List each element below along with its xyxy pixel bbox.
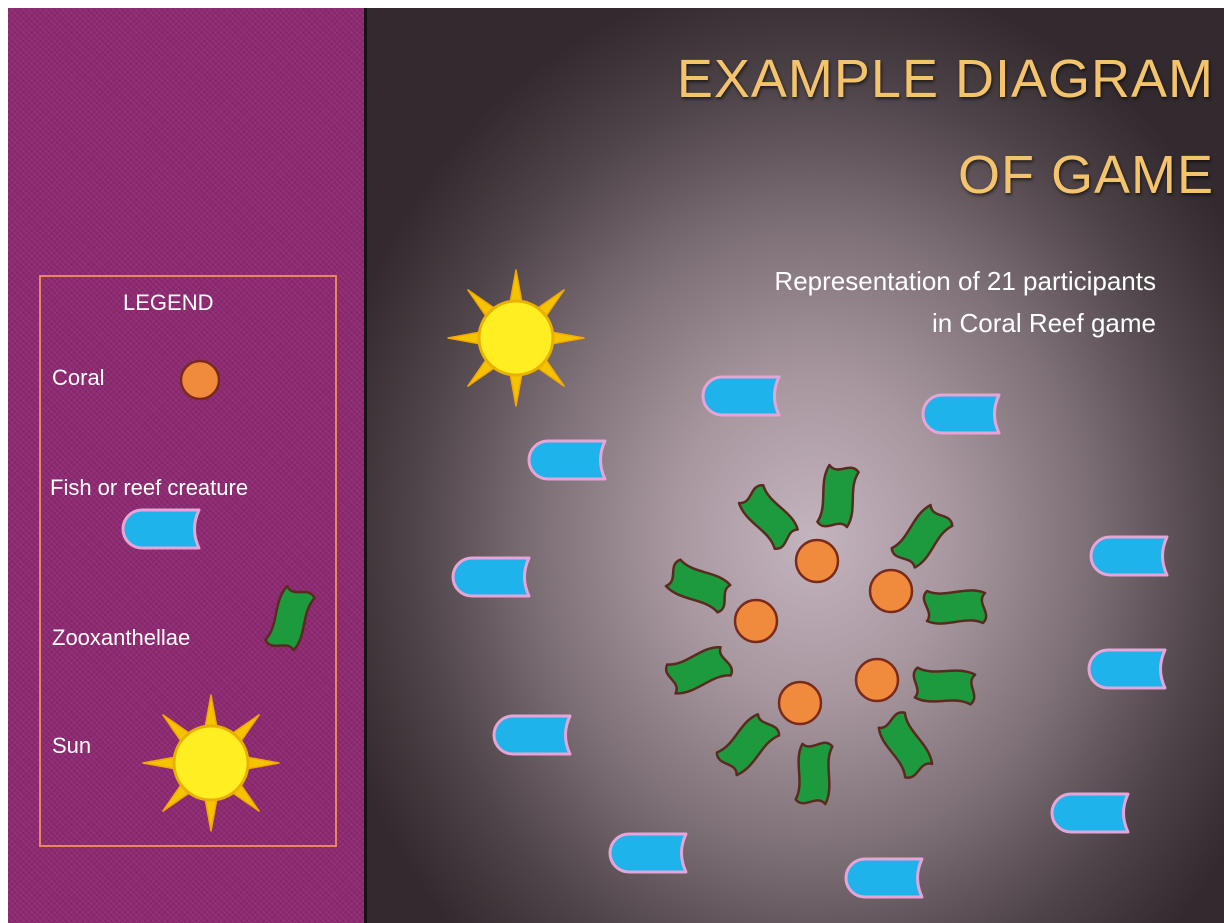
coral-icon <box>868 568 914 614</box>
diagram-panel <box>367 8 1224 923</box>
coral-icon <box>179 359 221 401</box>
legend-icons <box>121 359 316 832</box>
zooxanthellae-icon <box>912 666 977 706</box>
zooxanthellae-icon <box>664 558 732 614</box>
fish-icon <box>921 393 1001 435</box>
legend-label-fish: Fish or reef creature <box>50 475 249 500</box>
sun-icon <box>142 694 280 832</box>
zooxanthellae-icon <box>264 584 316 652</box>
zooxanthellae-icon <box>922 589 988 625</box>
coral-icon <box>733 598 779 644</box>
sun-icon <box>447 269 585 407</box>
fish-icon <box>1087 648 1167 690</box>
legend-box <box>39 275 337 847</box>
legend-label-sun: Sun <box>52 733 92 758</box>
page-title-line-2: OF GAME <box>957 145 1214 205</box>
fish-icon <box>492 714 572 756</box>
legend-panel <box>8 8 364 923</box>
zooxanthellae-icon <box>664 646 734 695</box>
fish-icon <box>451 556 531 598</box>
legend-label-zooxanthellae: Zooxanthellae <box>52 625 191 650</box>
zooxanthellae-icon <box>890 503 954 569</box>
zooxanthellae-icon <box>794 741 834 806</box>
legend-label-coral: Coral <box>52 365 105 390</box>
fish-icon <box>1089 535 1169 577</box>
fish-icon <box>1050 792 1130 834</box>
zooxanthellae-icon <box>737 484 799 550</box>
coral-icon <box>794 538 840 584</box>
zooxanthellae-icon <box>816 463 860 529</box>
subtitle-line-1: Representation of 21 participants <box>774 266 1156 296</box>
diagram-scene <box>447 269 1169 899</box>
coral-icon <box>777 680 823 726</box>
zooxanthellae-icon <box>715 713 781 777</box>
subtitle-line-2: in Coral Reef game <box>932 308 1156 338</box>
legend-heading: LEGEND <box>123 290 214 315</box>
zooxanthellae-icon <box>877 711 934 779</box>
fish-icon <box>608 832 688 874</box>
fish-icon <box>844 857 924 899</box>
coral-icon <box>854 657 900 703</box>
fish-icon <box>701 375 781 417</box>
page-title-line-1: EXAMPLE DIAGRAM <box>676 49 1214 109</box>
panel-divider <box>364 8 367 923</box>
fish-icon <box>527 439 607 481</box>
fish-icon <box>121 508 201 550</box>
